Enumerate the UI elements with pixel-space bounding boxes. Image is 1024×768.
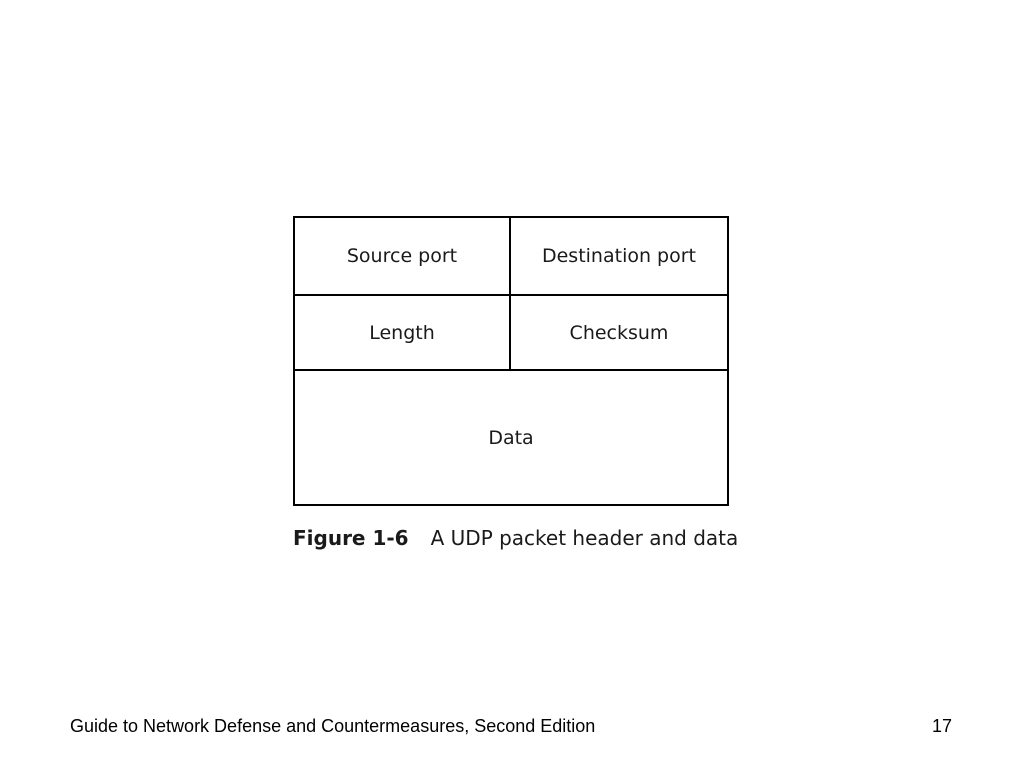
figure-caption: Figure 1-6 A UDP packet header and data (293, 526, 753, 550)
figure-caption-text: A UDP packet header and data (430, 526, 739, 550)
data-field: Data (488, 426, 534, 449)
source-port-field: Source port (295, 218, 511, 296)
footer-book-title: Guide to Network Defense and Countermeas… (70, 716, 596, 736)
udp-packet-diagram: Source port Destination port Length Chec… (293, 216, 729, 506)
figure-label: Figure 1-6 (293, 526, 409, 550)
footer-page-number: 17 (932, 716, 953, 736)
length-field: Length (295, 296, 511, 371)
destination-port-field: Destination port (511, 218, 727, 296)
checksum-field: Checksum (511, 296, 727, 371)
